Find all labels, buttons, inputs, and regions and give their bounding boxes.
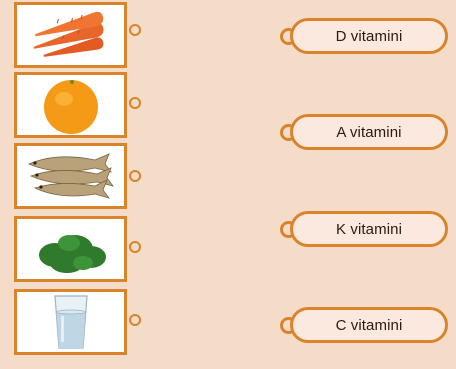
- orange-icon: [17, 75, 124, 135]
- answer-label: K vitamini: [336, 221, 402, 238]
- connector-dot[interactable]: [129, 170, 141, 182]
- spinach-icon: [17, 219, 124, 279]
- fish-icon: [17, 146, 124, 206]
- connector-dot[interactable]: [129, 241, 141, 253]
- carrots-icon: [17, 5, 124, 65]
- answer-k-vitamini[interactable]: K vitamini: [280, 211, 448, 247]
- answer-pill[interactable]: K vitamini: [290, 211, 448, 247]
- answer-label: D vitamini: [336, 28, 403, 45]
- answer-c-vitamini[interactable]: C vitamini: [280, 307, 448, 343]
- connector-dot[interactable]: [129, 314, 141, 326]
- answer-label: A vitamini: [336, 124, 401, 141]
- answer-pill[interactable]: D vitamini: [290, 18, 448, 54]
- card-water-glass[interactable]: [14, 289, 127, 355]
- answer-pill[interactable]: C vitamini: [290, 307, 448, 343]
- answer-a-vitamini[interactable]: A vitamini: [280, 114, 448, 150]
- connector-dot[interactable]: [129, 24, 141, 36]
- card-orange[interactable]: [14, 72, 127, 138]
- card-carrots[interactable]: [14, 2, 127, 68]
- answer-label: C vitamini: [336, 317, 403, 334]
- card-spinach[interactable]: [14, 216, 127, 282]
- connector-dot[interactable]: [129, 97, 141, 109]
- water-glass-icon: [17, 292, 124, 352]
- answer-pill[interactable]: A vitamini: [290, 114, 448, 150]
- card-fish[interactable]: [14, 143, 127, 209]
- answer-d-vitamini[interactable]: D vitamini: [280, 18, 448, 54]
